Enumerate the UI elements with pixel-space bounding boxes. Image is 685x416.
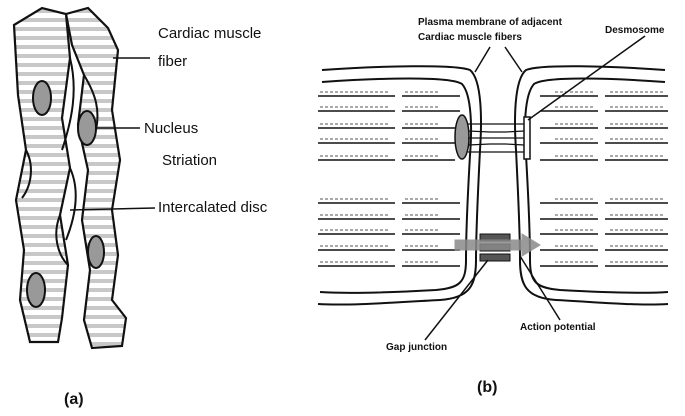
label-plasma-membrane-2: Cardiac muscle fibers xyxy=(418,32,522,43)
leader-line-gap-junction xyxy=(424,259,489,341)
intercalated-disc-line xyxy=(65,167,77,241)
panel-letter-b: (b) xyxy=(477,379,497,396)
label-plasma-membrane: Plasma membrane of adjacent xyxy=(418,17,563,28)
label-cardiac-fiber: Cardiac muscle xyxy=(158,25,261,42)
leader-line-desmosome xyxy=(527,35,646,121)
cardiac-fiber-left xyxy=(12,6,72,344)
membrane-right-fiber xyxy=(514,65,669,306)
myofilaments-right xyxy=(540,95,668,267)
membrane-left-fiber-inner xyxy=(319,77,473,294)
leader-line-action-potential xyxy=(519,255,561,321)
intercalated-disc-line xyxy=(21,149,32,199)
membrane-left-fiber xyxy=(317,65,482,306)
leader-line-intercalated-disc xyxy=(69,207,156,211)
myosin-heads-left xyxy=(320,91,440,263)
panel-b: Plasma membrane of adjacent Cardiac musc… xyxy=(317,17,669,396)
desmosome-plaque-left xyxy=(454,114,470,160)
membrane-right-fiber-inner xyxy=(523,77,669,294)
label-desmosome: Desmosome xyxy=(605,25,665,36)
action-potential-arrow xyxy=(454,233,541,257)
intercalated-disc-line xyxy=(55,214,69,266)
label-striation: Striation xyxy=(162,152,217,169)
label-gap-junction: Gap junction xyxy=(386,342,447,353)
panel-letter-a: (a) xyxy=(64,391,84,408)
leader-line-membrane-right xyxy=(504,46,523,73)
nucleus xyxy=(77,110,97,146)
intercalated-disc-line xyxy=(61,57,75,151)
label-intercalated-disc: Intercalated disc xyxy=(158,199,268,216)
desmosome-plaque-right xyxy=(523,116,531,160)
myofilaments-left xyxy=(318,95,460,267)
label-action-potential: Action potential xyxy=(520,322,596,333)
myosin-heads-right xyxy=(555,91,665,263)
panel-a: Cardiac muscle fiber Nucleus Striation I… xyxy=(12,6,268,408)
cardiac-fiber-right xyxy=(64,6,128,350)
label-nucleus: Nucleus xyxy=(144,120,198,137)
leader-line-membrane-left xyxy=(474,46,491,73)
label-cardiac-fiber-2: fiber xyxy=(158,53,187,70)
desmosome-filaments xyxy=(467,123,525,153)
nucleus xyxy=(32,80,52,116)
nucleus xyxy=(87,235,105,269)
gap-junction-connexon xyxy=(479,253,511,262)
nucleus xyxy=(26,272,46,308)
